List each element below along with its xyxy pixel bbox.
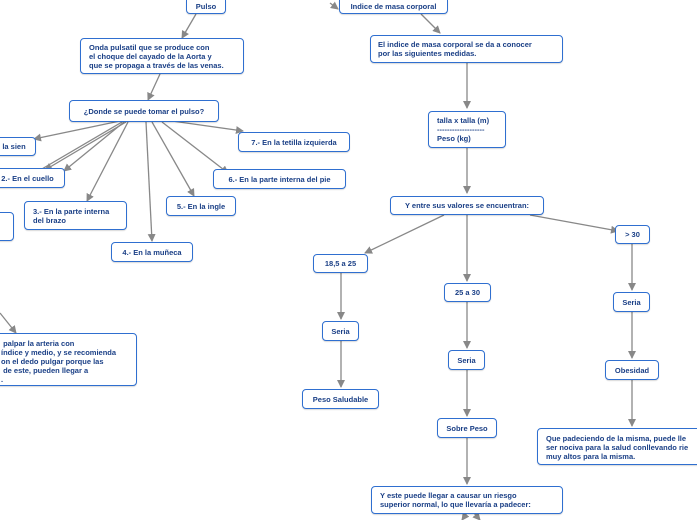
node-valores[interactable]: Y entre sus valores se encuentran: <box>390 196 544 215</box>
edge-def-donde <box>147 73 161 101</box>
node-pulso[interactable]: Pulso <box>186 0 226 14</box>
node-donde-pulso[interactable]: ¿Donde se puede tomar el pulso? <box>69 100 219 122</box>
node-imc[interactable]: Indice de masa corporal <box>339 0 448 14</box>
node-pulso-definition[interactable]: Onda pulsatil que se produce con el choq… <box>80 38 244 74</box>
node-left-partial[interactable] <box>0 212 14 241</box>
node-sobrepeso-definition[interactable]: Y este puede llegar a causar un riesgo s… <box>371 486 563 514</box>
edge-bottom-out <box>461 511 470 520</box>
edge-imc-in <box>329 1 339 10</box>
edge-valores-r1 <box>364 214 445 254</box>
node-sobre-peso[interactable]: Sobre Peso <box>437 418 497 438</box>
node-muneca[interactable]: 4.- En la muñeca <box>111 242 193 262</box>
edge-donde-arrow3 <box>44 121 127 171</box>
edge-imc-def <box>420 13 441 34</box>
edge-donde-pie <box>161 121 229 174</box>
node-range-30[interactable]: > 30 <box>615 225 650 244</box>
edge-left-arteria <box>0 312 17 334</box>
edge-donde-cuello <box>63 121 125 172</box>
node-brazo[interactable]: 3.- En la parte interna del brazo <box>24 201 127 230</box>
node-peso-saludable[interactable]: Peso Saludable <box>302 389 379 409</box>
edge-donde-muneca <box>145 121 156 242</box>
edge-bottom-out2 <box>472 512 481 520</box>
node-cuello[interactable]: 2.- En el cuello <box>0 168 65 188</box>
node-seria-1[interactable]: Seria <box>322 321 359 341</box>
edge-donde-brazo <box>86 121 129 202</box>
node-ingle[interactable]: 5.- En la ingle <box>166 196 236 216</box>
node-range-18-25[interactable]: 18,5 a 25 <box>313 254 368 273</box>
edge-donde-ingle <box>151 121 195 197</box>
node-formula[interactable]: talla x talla (m) ------------------- Pe… <box>428 111 506 148</box>
node-pie[interactable]: 6.- En la parte interna del pie <box>213 169 346 189</box>
edge-donde-sien <box>33 120 121 142</box>
node-seria-3[interactable]: Seria <box>613 292 650 312</box>
node-imc-definition[interactable]: El indice de masa corporal se da a conoc… <box>370 35 563 63</box>
node-seria-2[interactable]: Seria <box>448 350 485 370</box>
node-arteria[interactable]: palpar la arteria con índice y medio, y … <box>0 333 137 386</box>
node-tetilla[interactable]: 7.- En la tetilla izquierda <box>238 132 350 152</box>
node-obesidad-definition[interactable]: Que padeciendo de la misma, puede lle se… <box>537 428 697 465</box>
edge-valores-r3 <box>529 214 619 234</box>
node-sien[interactable]: la sien <box>0 137 36 156</box>
edge-pulso-def <box>181 13 197 39</box>
edge-donde-tetilla <box>171 120 244 134</box>
node-obesidad[interactable]: Obesidad <box>605 360 659 380</box>
node-range-25-30[interactable]: 25 a 30 <box>444 283 491 302</box>
